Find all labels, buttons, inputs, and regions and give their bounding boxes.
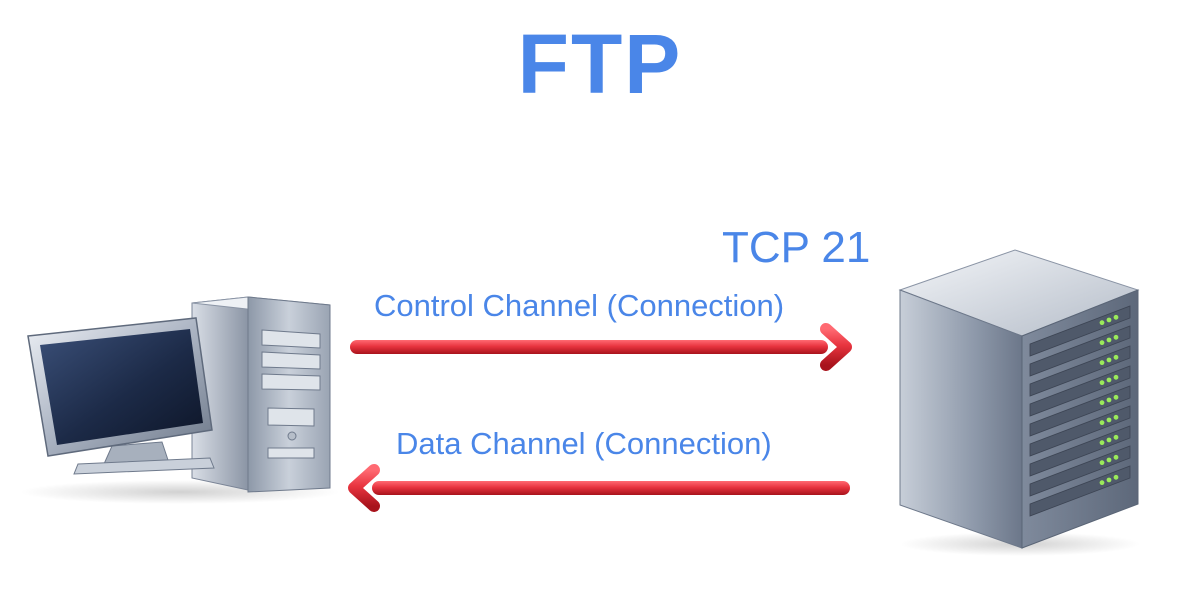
server-slat <box>1029 365 1131 417</box>
server-led <box>1113 334 1119 340</box>
server-rack-icon <box>898 249 1140 556</box>
server-led <box>1106 417 1112 423</box>
server-led <box>1099 320 1105 326</box>
server-led <box>1106 457 1112 463</box>
server-slat <box>1029 345 1131 397</box>
server-slat <box>1029 325 1131 377</box>
server-led <box>1113 434 1119 440</box>
server-led <box>1099 420 1105 426</box>
server-led <box>1113 414 1119 420</box>
data-channel-label: Data Channel (Connection) <box>396 426 772 461</box>
control-channel-arrow <box>350 323 852 371</box>
server-led <box>1106 477 1112 483</box>
server-led <box>1099 380 1105 386</box>
server-led <box>1099 440 1105 446</box>
server-slats <box>1029 305 1131 517</box>
server-slat <box>1029 445 1131 497</box>
page-title: FTP <box>517 17 683 111</box>
control-channel-label: Control Channel (Connection) <box>374 288 785 323</box>
server-led <box>1113 354 1119 360</box>
server-slat <box>1029 305 1131 357</box>
server-led <box>1106 317 1112 323</box>
server-led <box>1113 454 1119 460</box>
server-led <box>1099 480 1105 486</box>
server-led <box>1099 400 1105 406</box>
server-led <box>1113 314 1119 320</box>
server-led <box>1106 337 1112 343</box>
server-slat <box>1029 425 1131 477</box>
server-led <box>1106 437 1112 443</box>
server-led <box>1099 360 1105 366</box>
server-slat <box>1029 465 1131 517</box>
server-slat <box>1029 385 1131 437</box>
server-led <box>1099 460 1105 466</box>
server-led <box>1106 357 1112 363</box>
server-led <box>1113 374 1119 380</box>
desktop-computer-icon <box>20 296 340 504</box>
server-led <box>1106 377 1112 383</box>
server-led <box>1113 474 1119 480</box>
server-led <box>1113 394 1119 400</box>
port-label: TCP 21 <box>722 223 871 272</box>
data-channel-arrow <box>348 464 850 512</box>
server-led <box>1106 397 1112 403</box>
server-slat <box>1029 405 1131 457</box>
server-led <box>1099 340 1105 346</box>
